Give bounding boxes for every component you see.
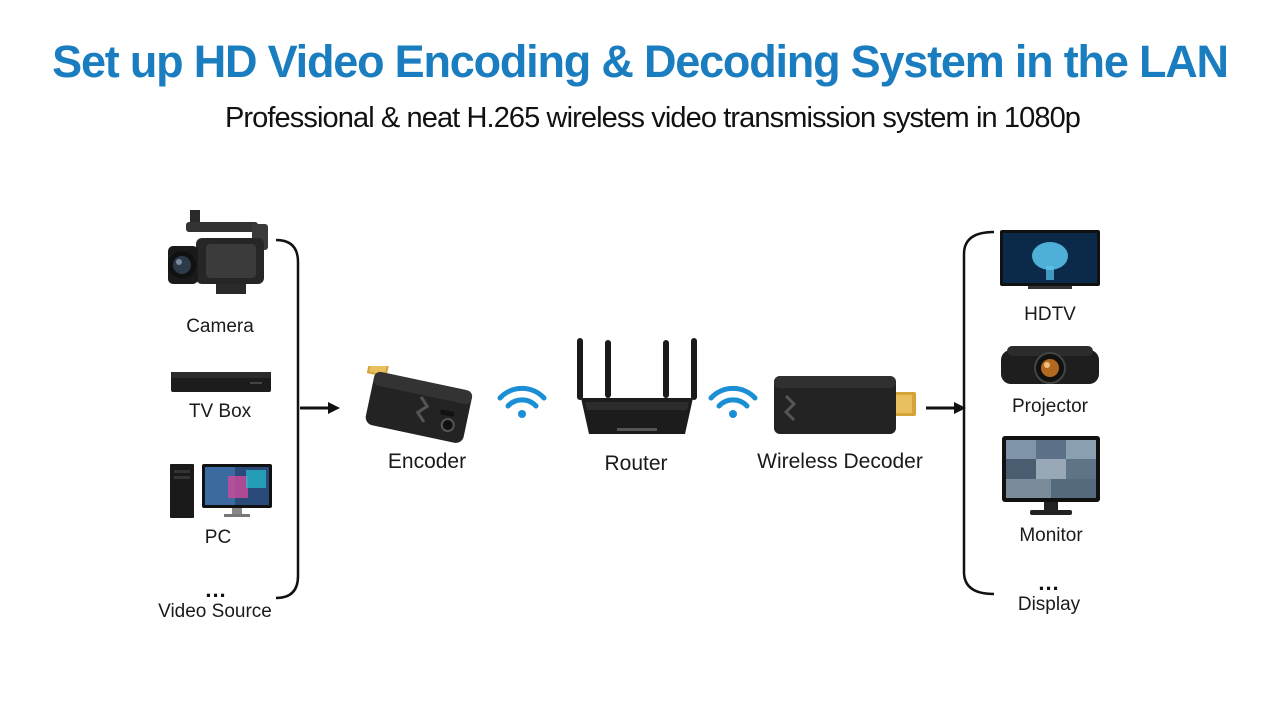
router-label: Router — [604, 452, 668, 475]
display-label-monitor: Monitor — [1019, 525, 1083, 546]
wireless-decoder-label: Wireless Decoder — [757, 450, 923, 473]
projector-icon — [999, 342, 1101, 388]
page-subtitle: Professional & neat H.265 wireless video… — [224, 102, 1081, 134]
source-group-label: Video Source — [158, 601, 272, 622]
display-more-dots: ... — [1038, 570, 1060, 595]
wireless-decoder-icon — [772, 374, 920, 436]
router-icon — [575, 336, 699, 440]
hdtv-icon — [998, 228, 1102, 292]
camera-icon — [166, 208, 272, 298]
display-label-projector: Projector — [1011, 396, 1089, 417]
page-title: Set up HD Video Encoding & Decoding Syst… — [52, 36, 1229, 87]
tv-box-icon — [170, 370, 272, 394]
wifi-icon-left — [496, 384, 548, 420]
source-label-camera: Camera — [186, 316, 254, 337]
pc-icon — [168, 462, 274, 520]
display-bracket — [926, 230, 995, 596]
display-group-label: Display — [1017, 594, 1081, 615]
display-label-hdtv: HDTV — [1024, 304, 1076, 325]
source-label-pc: PC — [204, 527, 232, 548]
monitor-icon — [1000, 434, 1102, 520]
source-bracket — [275, 238, 340, 600]
encoder-label: Encoder — [387, 450, 467, 473]
source-more-dots: ... — [205, 577, 227, 602]
wifi-icon-right — [707, 384, 759, 420]
source-label-tv-box: TV Box — [188, 401, 252, 422]
encoder-icon — [353, 366, 479, 446]
